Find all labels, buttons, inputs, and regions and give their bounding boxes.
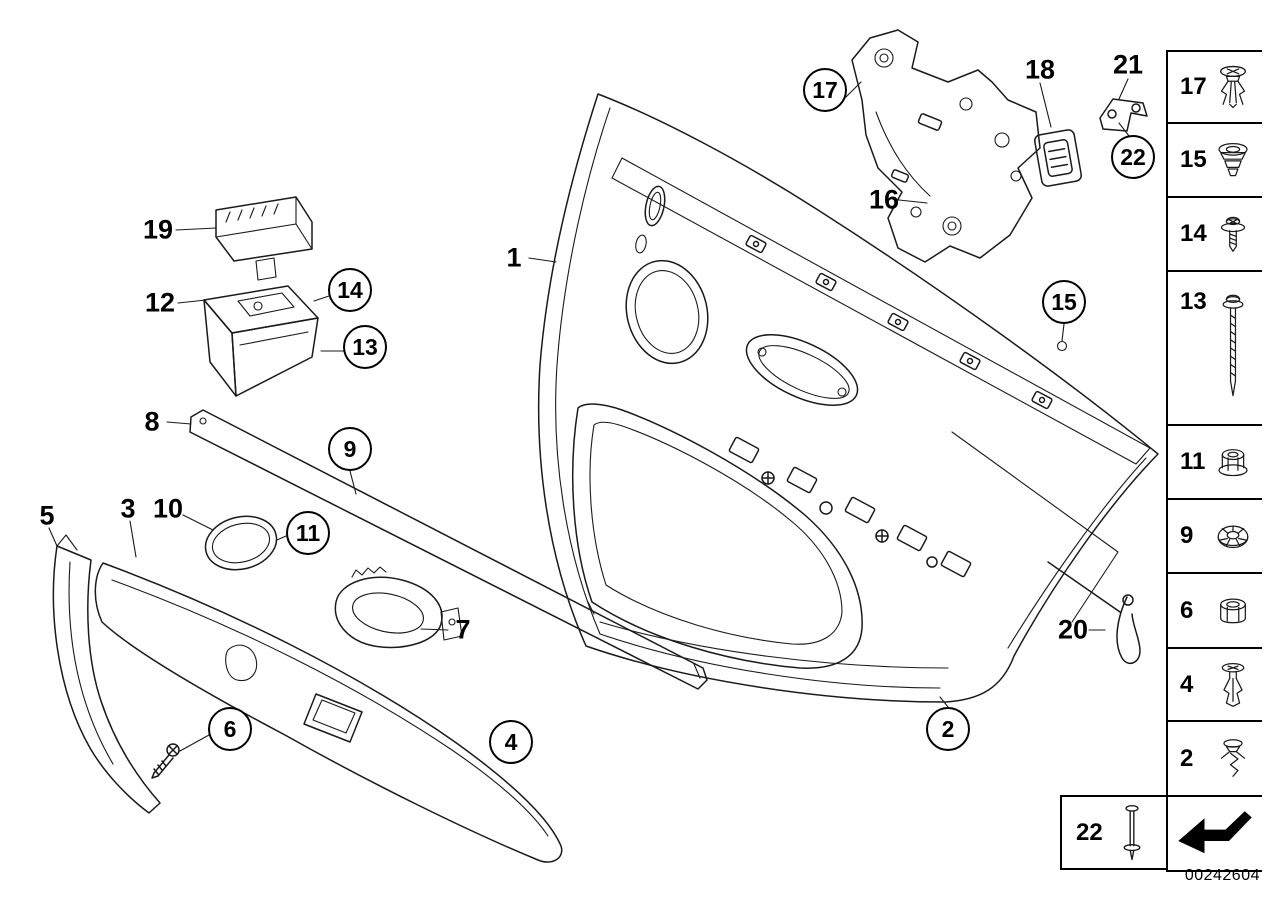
switch-unit-part <box>1033 129 1083 187</box>
switch-bracket-part <box>203 285 319 397</box>
callout-2[interactable]: 2 <box>926 707 970 751</box>
blind-rivet-icon <box>1210 60 1256 114</box>
sidebar-item-4[interactable]: 4 <box>1168 649 1262 722</box>
callout-6[interactable]: 6 <box>208 707 252 751</box>
sidebar-item-label: 11 <box>1180 448 1206 475</box>
callout-15[interactable]: 15 <box>1042 280 1086 324</box>
direction-arrow-icon <box>1173 806 1257 862</box>
sidebar-item-label: 14 <box>1180 220 1207 247</box>
leader-lines <box>48 78 1130 752</box>
panel-ribs <box>728 436 972 578</box>
sidebar-item-label: 9 <box>1180 522 1194 549</box>
callout-12[interactable]: 12 <box>144 287 176 318</box>
sidebar-item-label: 4 <box>1180 670 1194 698</box>
callout-17[interactable]: 17 <box>803 68 847 112</box>
carrier-bracket-part <box>851 29 1041 263</box>
sidebar-item-11[interactable]: 11 <box>1168 426 1262 500</box>
callout-22[interactable]: 22 <box>1111 135 1155 179</box>
fastener-sidebar: 17 15 14 <box>1166 50 1262 872</box>
sidebar-item-label: 13 <box>1180 288 1207 315</box>
sidebar-item-14[interactable]: 14 <box>1168 198 1262 272</box>
pull-cutout <box>745 334 859 406</box>
diagram-number: 00242604 <box>1184 867 1260 884</box>
armrest-part <box>94 562 563 863</box>
callout-20[interactable]: 20 <box>1057 614 1089 645</box>
pin-rivet-icon <box>1112 802 1152 864</box>
callout-16[interactable]: 16 <box>868 184 900 215</box>
sidebar-item-9[interactable]: 9 <box>1168 500 1262 574</box>
callout-8[interactable]: 8 <box>144 406 160 437</box>
callout-7[interactable]: 7 <box>455 614 471 645</box>
fastener-box-22[interactable]: 22 <box>1060 795 1168 870</box>
sidebar-item-label: 2 <box>1180 744 1194 772</box>
door-panel <box>537 93 1159 703</box>
callout-11[interactable]: 11 <box>286 511 330 555</box>
front-trim-part <box>52 534 161 814</box>
callout-9[interactable]: 9 <box>328 427 372 471</box>
sidebar-item-17[interactable]: 17 <box>1168 52 1262 124</box>
window-switch-part <box>215 196 313 281</box>
round-pad-part <box>204 515 278 571</box>
callout-18[interactable]: 18 <box>1024 54 1056 85</box>
callout-19[interactable]: 19 <box>142 214 174 245</box>
door-handle-part <box>334 566 463 649</box>
callout-1[interactable]: 1 <box>506 242 522 273</box>
expanding-clip-icon <box>1210 734 1256 784</box>
speaker-opening <box>625 259 709 365</box>
view-direction-cell <box>1168 797 1262 872</box>
screw-washer-icon <box>1210 210 1256 258</box>
hook-part <box>1047 561 1141 665</box>
sidebar-item-6[interactable]: 6 <box>1168 574 1262 649</box>
flange-nut-icon <box>1210 440 1256 484</box>
hex-nut-icon <box>1210 589 1256 633</box>
small-bracket-part <box>1099 98 1148 132</box>
sidebar-item-label: 6 <box>1180 596 1194 624</box>
callout-10[interactable]: 10 <box>152 493 184 524</box>
callout-13[interactable]: 13 <box>343 325 387 369</box>
sidebar-item-label: 15 <box>1180 146 1207 173</box>
callout-3[interactable]: 3 <box>120 493 136 524</box>
screw-part <box>151 743 180 779</box>
sidebar-item-label: 17 <box>1180 73 1207 100</box>
fastener-box-label: 22 <box>1076 818 1103 846</box>
trim-strip-part <box>189 409 708 690</box>
lock-washer-icon <box>1210 513 1256 559</box>
sidebar-item-15[interactable]: 15 <box>1168 124 1262 198</box>
sidebar-item-2[interactable]: 2 <box>1168 722 1262 797</box>
callout-5[interactable]: 5 <box>39 500 55 531</box>
clip-hole-15 <box>1056 340 1068 352</box>
callout-14[interactable]: 14 <box>328 268 372 312</box>
plastic-nut-icon <box>1210 136 1256 184</box>
sidebar-item-13[interactable]: 13 <box>1168 272 1262 426</box>
rail-clips <box>745 234 1053 410</box>
expansion-rivet-icon <box>1210 658 1256 712</box>
callout-21[interactable]: 21 <box>1112 49 1144 80</box>
long-screw-icon <box>1210 284 1256 412</box>
callout-4[interactable]: 4 <box>489 720 533 764</box>
